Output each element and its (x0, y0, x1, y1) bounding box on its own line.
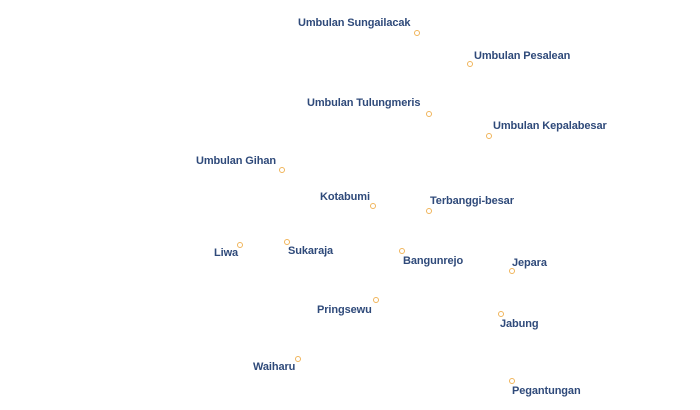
place-marker-liwa[interactable] (237, 242, 243, 248)
place-label-umbulan-gihan[interactable]: Umbulan Gihan (196, 155, 276, 167)
place-label-bangunrejo[interactable]: Bangunrejo (403, 255, 464, 267)
place-marker-pringsewu[interactable] (373, 297, 379, 303)
place-marker-sukaraja[interactable] (284, 239, 290, 245)
place-marker-umbulan-pesalean[interactable] (467, 61, 473, 67)
place-marker-umbulan-gihan[interactable] (279, 167, 285, 173)
place-label-liwa[interactable]: Liwa (214, 247, 239, 259)
place-marker-umbulan-sungailacak[interactable] (414, 30, 420, 36)
place-marker-jabung[interactable] (498, 311, 504, 317)
place-marker-umbulan-tulungmeris[interactable] (426, 111, 432, 117)
place-marker-terbanggi-besar[interactable] (426, 208, 432, 214)
place-marker-bangunrejo[interactable] (399, 248, 405, 254)
place-label-umbulan-pesalean[interactable]: Umbulan Pesalean (474, 50, 571, 62)
place-marker-kotabumi[interactable] (370, 203, 376, 209)
place-label-umbulan-tulungmeris[interactable]: Umbulan Tulungmeris (307, 97, 421, 109)
place-label-sukaraja[interactable]: Sukaraja (288, 245, 334, 257)
place-label-pegantungan[interactable]: Pegantungan (512, 385, 581, 397)
place-label-terbanggi-besar[interactable]: Terbanggi-besar (430, 195, 514, 207)
place-label-kotabumi[interactable]: Kotabumi (320, 191, 370, 203)
place-label-pringsewu[interactable]: Pringsewu (317, 304, 372, 316)
place-label-umbulan-kepalabesar[interactable]: Umbulan Kepalabesar (493, 120, 607, 132)
place-marker-jepara[interactable] (509, 268, 515, 274)
place-label-jepara[interactable]: Jepara (512, 257, 547, 269)
place-marker-waiharu[interactable] (295, 356, 301, 362)
place-marker-umbulan-kepalabesar[interactable] (486, 133, 492, 139)
place-marker-pegantungan[interactable] (509, 378, 515, 384)
place-label-umbulan-sungailacak[interactable]: Umbulan Sungailacak (298, 17, 411, 29)
place-label-jabung[interactable]: Jabung (500, 318, 539, 330)
place-label-waiharu[interactable]: Waiharu (253, 361, 296, 373)
